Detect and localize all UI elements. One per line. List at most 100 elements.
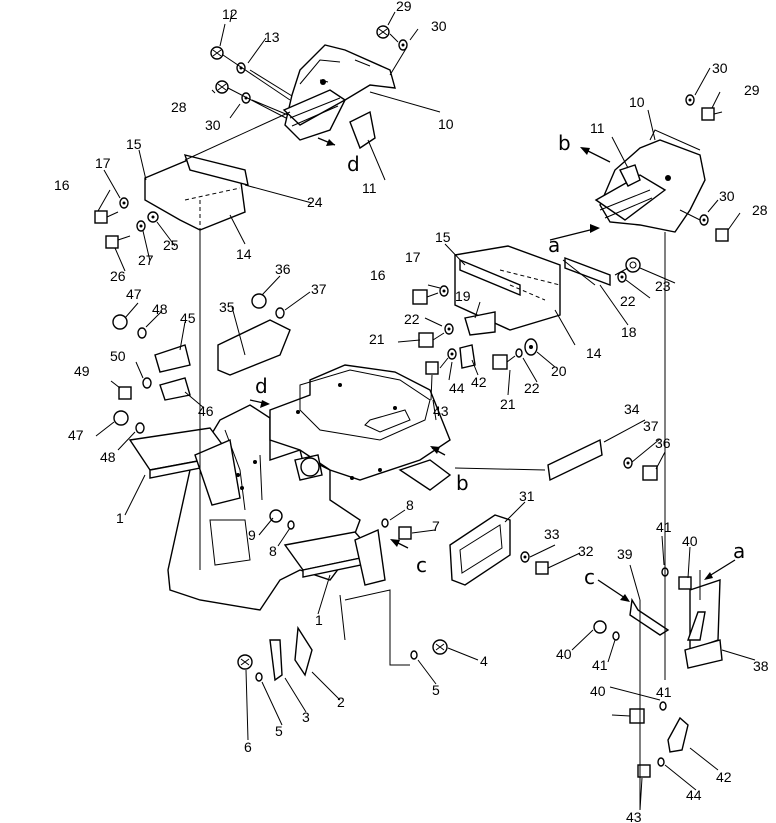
view-letter-d-top: d [347, 152, 360, 176]
lower-small-brackets [237, 625, 448, 682]
cover-plate-34 [547, 438, 658, 482]
callout-30a: 30 [205, 117, 221, 133]
callout-14b: 14 [586, 345, 602, 361]
step-plate-right [283, 528, 386, 586]
callout-43b: 43 [626, 809, 642, 823]
callout-40b: 40 [556, 646, 572, 662]
callout-11b: 11 [590, 120, 605, 136]
fasteners-left-side [112, 293, 412, 540]
view-letter-a-right: a [733, 539, 745, 563]
callout-48a: 48 [152, 301, 168, 317]
callout-47b: 47 [68, 427, 84, 443]
callout-22c: 22 [524, 380, 540, 396]
callout-30d: 30 [719, 188, 735, 204]
plate-set-right [412, 245, 641, 375]
step-plate-left [128, 427, 241, 506]
callout-23: 23 [655, 278, 671, 294]
callout-45: 45 [180, 310, 196, 326]
callout-6: 6 [244, 739, 252, 755]
callout-16b: 16 [370, 267, 386, 283]
callout-28b: 28 [752, 202, 768, 218]
callout-8b: 8 [406, 497, 414, 513]
callout-11a: 11 [362, 180, 377, 196]
view-letter-c-mid: c [416, 553, 427, 577]
callout-3: 3 [302, 709, 310, 725]
view-letter-b-top: b [558, 131, 571, 155]
callout-24: 24 [307, 194, 323, 210]
callout-5b: 5 [275, 723, 283, 739]
callout-30b: 30 [431, 18, 447, 34]
callout-21a: 21 [369, 331, 385, 347]
callout-50: 50 [110, 348, 126, 364]
callout-44b: 44 [686, 787, 702, 803]
callout-2: 2 [337, 694, 345, 710]
callout-32: 32 [578, 543, 594, 559]
callout-46: 46 [198, 403, 214, 419]
callout-17b: 17 [405, 249, 421, 265]
callout-labels: 12 13 28 30 29 30 10 11 30 29 10 11 30 2… [54, 0, 769, 823]
callout-42b: 42 [716, 769, 732, 785]
callout-25: 25 [163, 237, 179, 253]
callout-42a: 42 [471, 374, 487, 390]
callout-37b: 37 [643, 418, 659, 434]
upper-bracket-right [594, 94, 729, 242]
callout-48b: 48 [100, 449, 116, 465]
callout-38: 38 [753, 658, 769, 674]
callout-10b: 10 [629, 94, 645, 110]
bracket-38-assembly [593, 567, 723, 778]
callout-22a: 22 [404, 311, 420, 327]
view-letter-c-right: c [584, 565, 595, 589]
callout-19: 19 [455, 288, 471, 304]
callout-47a: 47 [126, 286, 142, 302]
callout-49: 49 [74, 363, 90, 379]
callout-29b: 29 [744, 82, 760, 98]
callout-1a: 1 [116, 510, 124, 526]
callout-15a: 15 [126, 136, 142, 152]
callout-31: 31 [519, 488, 535, 504]
callout-26: 26 [110, 268, 126, 284]
view-letter-b-mid: b [456, 471, 469, 495]
callout-14a: 14 [236, 246, 252, 262]
lamp-31 [449, 514, 549, 586]
plate-set-left [94, 111, 291, 249]
callout-22b: 22 [620, 293, 636, 309]
callout-36b: 36 [655, 435, 671, 451]
callout-44a: 44 [449, 380, 465, 396]
callout-43a: 43 [433, 403, 449, 419]
callout-30c: 30 [712, 60, 728, 76]
callout-37a: 37 [311, 281, 327, 297]
leader-lines [95, 11, 756, 811]
view-letters: d b a d b c c a [255, 131, 745, 589]
callout-36a: 36 [275, 261, 291, 277]
callout-13: 13 [264, 29, 280, 45]
callout-12: 12 [222, 6, 238, 22]
callout-27: 27 [138, 252, 154, 268]
callout-15b: 15 [435, 229, 451, 245]
callout-17a: 17 [95, 155, 111, 171]
callout-9: 9 [248, 527, 256, 543]
callout-10a: 10 [438, 116, 454, 132]
callout-39: 39 [617, 546, 633, 562]
callout-29a: 29 [396, 0, 412, 14]
callout-21b: 21 [500, 396, 516, 412]
view-arrows [249, 137, 736, 602]
callout-20: 20 [551, 363, 567, 379]
callout-40c: 40 [590, 683, 606, 699]
upper-bracket-left [282, 44, 396, 150]
view-letter-d-mid: d [255, 374, 268, 398]
view-letter-a-top: a [548, 233, 560, 257]
callout-41b: 41 [592, 657, 608, 673]
callout-34: 34 [624, 401, 640, 417]
callout-18: 18 [621, 324, 637, 340]
callout-28a: 28 [171, 99, 187, 115]
callout-41a: 41 [656, 519, 672, 535]
callout-4: 4 [480, 653, 488, 669]
callout-16a: 16 [54, 177, 70, 193]
callout-8a: 8 [269, 543, 277, 559]
callout-5a: 5 [432, 682, 440, 698]
bolts-upper-left [210, 25, 408, 119]
callout-40a: 40 [682, 533, 698, 549]
callout-41c: 41 [656, 684, 672, 700]
